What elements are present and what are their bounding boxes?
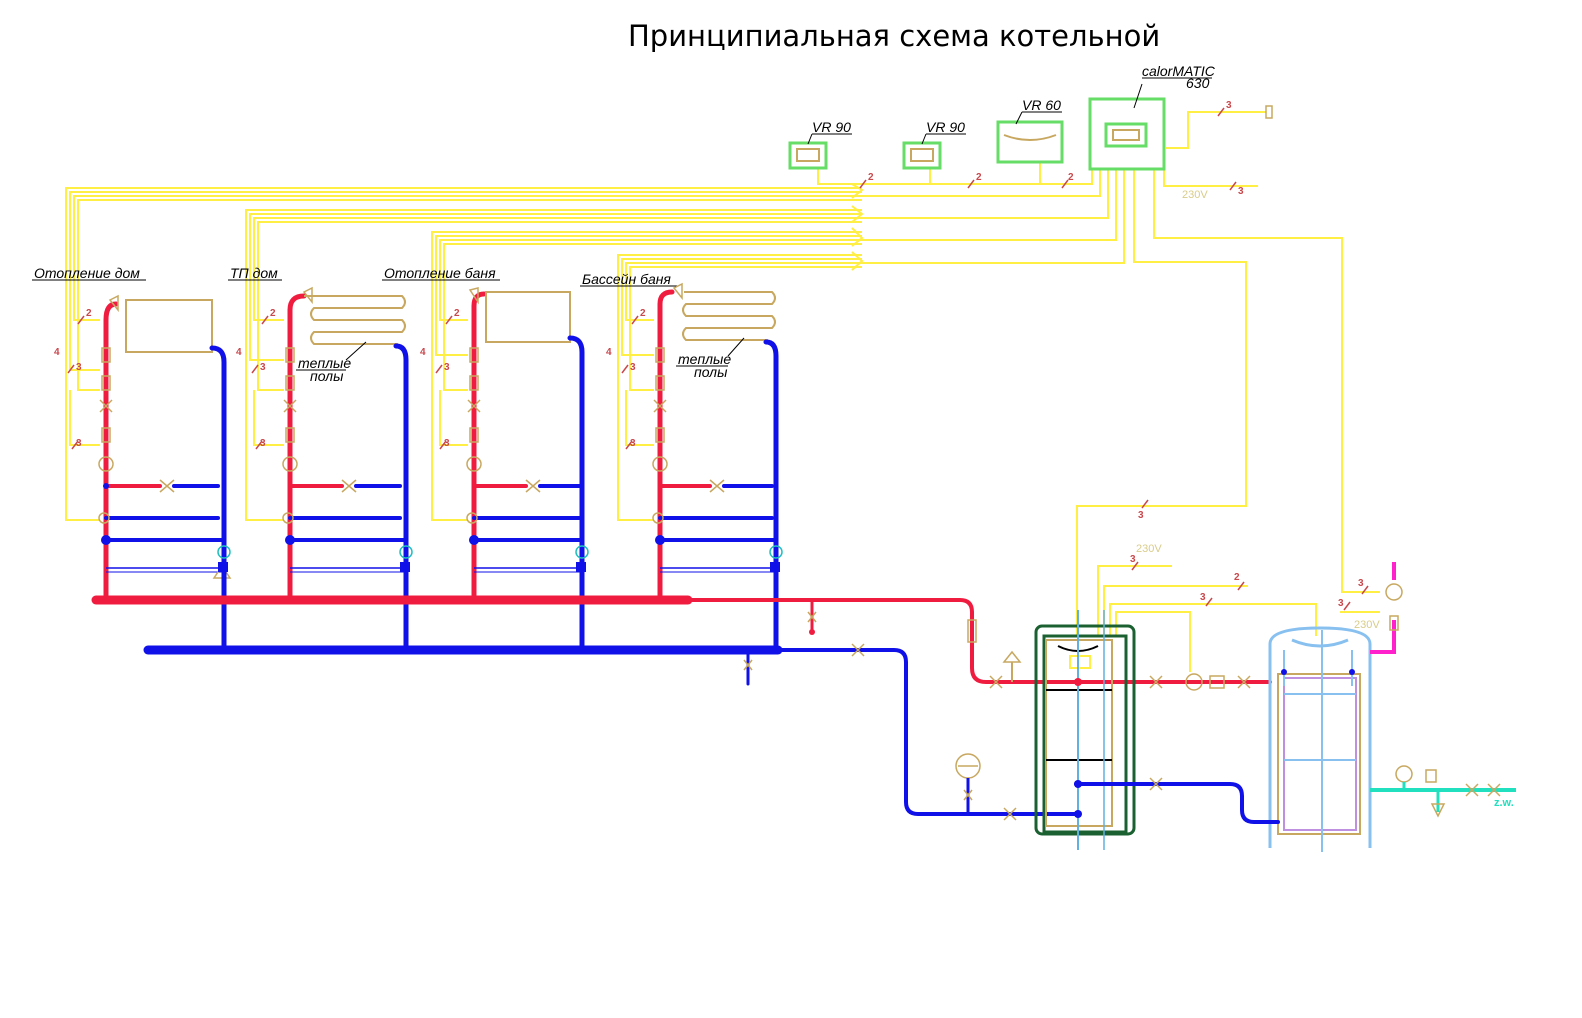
cable-count: 3 — [260, 362, 266, 373]
cable-count-labels: 2 2 2 3 3 3 3 2 3 3 3 2 4 3 3 2 4 3 3 2 … — [54, 100, 1364, 609]
circuit-pool-bathhouse: Бассейн баня теплые полы — [580, 271, 783, 653]
cable-count: 2 — [868, 172, 874, 183]
module-vr60: VR 60 — [996, 97, 1064, 164]
circuit-label: Отопление баня — [384, 265, 496, 281]
module-vr90-1: VR 90 — [788, 119, 852, 170]
voltage-label: 230V — [1136, 543, 1162, 555]
controller-name: calorMATIC — [1142, 63, 1216, 79]
module-label: VR 90 — [926, 119, 965, 135]
diagram-title: Принципиальная схема котельной — [628, 19, 1160, 53]
cable-count: 3 — [76, 438, 82, 449]
circuit-label: Отопление дом — [34, 265, 140, 281]
cable-count: 3 — [630, 438, 636, 449]
cable-count: 2 — [454, 308, 460, 319]
cable-count: 4 — [54, 347, 60, 358]
module-label: VR 90 — [812, 119, 851, 135]
module-vr90-2: VR 90 — [902, 119, 966, 170]
cable-count: 3 — [76, 362, 82, 373]
return-header — [143, 643, 1080, 821]
voltage-label: 230V — [1182, 189, 1208, 201]
cable-count: 3 — [1130, 554, 1136, 565]
circuit-heating-house: Отопление дом — [32, 265, 232, 653]
cable-count: 2 — [270, 308, 276, 319]
boiler — [1034, 610, 1152, 850]
cable-count: 3 — [1358, 578, 1364, 589]
controller-model: 630 — [1186, 75, 1210, 91]
module-label: VR 60 — [1022, 97, 1061, 113]
note-line2: полы — [694, 364, 728, 380]
cable-count: 3 — [630, 362, 636, 373]
controller-calormatic: calorMATIC 630 — [1088, 63, 1216, 171]
cable-count: 4 — [606, 347, 612, 358]
cable-count: 4 — [420, 347, 426, 358]
dhw-tank: z.w. — [1148, 562, 1516, 852]
cable-count: 2 — [1234, 572, 1240, 583]
cable-count: 3 — [1226, 100, 1232, 111]
circuit-label: Бассейн баня — [582, 271, 671, 287]
cable-count: 3 — [1200, 592, 1206, 603]
circuit-label: ТП дом — [230, 265, 278, 281]
cable-count: 2 — [640, 308, 646, 319]
note-line1: теплые — [298, 355, 351, 371]
cable-count: 3 — [1238, 186, 1244, 197]
circuit-heating-bathhouse: Отопление баня — [382, 265, 589, 653]
circuit-underfloor-house: ТП дом теплые полы — [228, 265, 413, 653]
cable-count: 2 — [86, 308, 92, 319]
cable-count: 3 — [1138, 510, 1144, 521]
water-outlet-label: z.w. — [1494, 797, 1514, 809]
cable-count: 3 — [260, 438, 266, 449]
cable-count: 4 — [236, 347, 242, 358]
note-line2: полы — [310, 368, 344, 384]
cable-count: 3 — [1338, 598, 1344, 609]
cable-count: 3 — [444, 438, 450, 449]
supply-header — [91, 595, 1272, 691]
cable-count: 2 — [1068, 172, 1074, 183]
voltage-label: 230V — [1354, 619, 1380, 631]
note-line1: теплые — [678, 351, 731, 367]
cable-count: 2 — [976, 172, 982, 183]
cable-count: 3 — [444, 362, 450, 373]
